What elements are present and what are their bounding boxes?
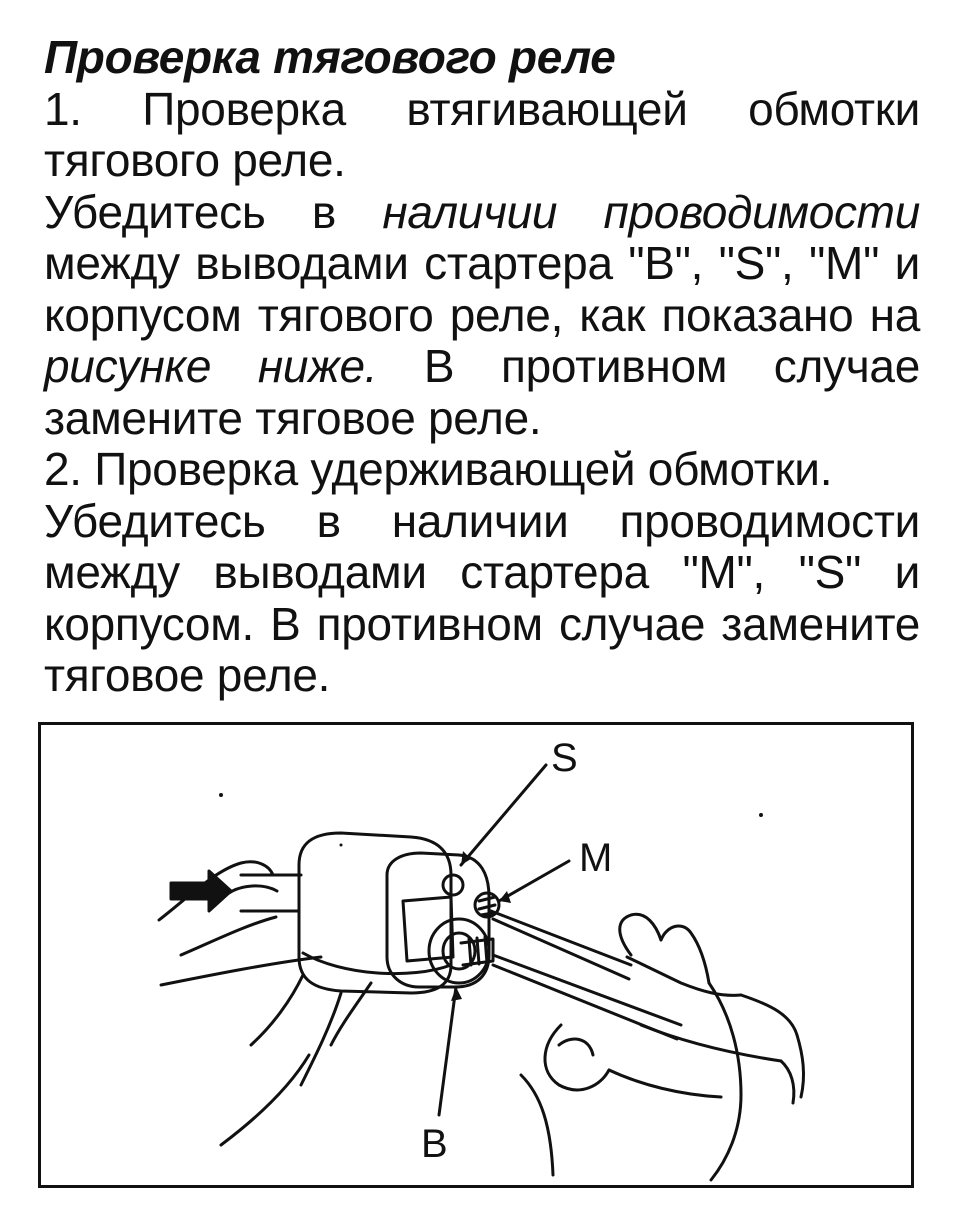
right-hand-outline bbox=[618, 912, 663, 957]
step-2-description: Убедитесь в наличии проводимости между в… bbox=[44, 494, 920, 701]
section-heading: Проверка тягового реле bbox=[44, 31, 616, 83]
step-1-text-after: В противном случае замените тяговое реле… bbox=[44, 340, 920, 444]
step-1-text-before: Убедитесь в bbox=[44, 185, 383, 238]
step-1-description: Убедитесь в наличии проводимости между в… bbox=[44, 185, 920, 445]
callout-line-s bbox=[459, 763, 548, 867]
terminal-m bbox=[473, 891, 501, 919]
relay-end-cap bbox=[385, 851, 491, 989]
relay-test-figure: S M B bbox=[38, 722, 914, 1188]
callout-line-b bbox=[437, 985, 458, 1117]
step-1-text-middle: между выводами стартера "B", "S", "M" и … bbox=[44, 237, 920, 341]
step-1-title: 1. Проверка втягивающей обмотки тягового… bbox=[44, 82, 920, 186]
terminal-b bbox=[427, 917, 491, 985]
terminal-s bbox=[441, 873, 465, 897]
label-terminal-b: B bbox=[421, 1122, 448, 1166]
step-1-emphasis: наличии проводимости bbox=[382, 185, 920, 238]
step-1-emphasis-2: рисунке ниже. bbox=[44, 340, 378, 392]
probe-lower bbox=[491, 953, 683, 1041]
left-hand-outline bbox=[157, 860, 275, 922]
relay-test-illustration: S M B bbox=[157, 736, 806, 1182]
probe-upper bbox=[489, 909, 633, 981]
step-2-title: 2. Проверка удерживающей обмотки. bbox=[44, 443, 833, 495]
push-arrow-icon bbox=[169, 869, 233, 913]
label-terminal-m: M bbox=[579, 836, 612, 880]
instruction-text-block: Проверка тягового реле 1. Проверка втяги… bbox=[44, 31, 920, 702]
label-terminal-s: S bbox=[551, 736, 578, 780]
relay-body-outline bbox=[297, 831, 453, 995]
callout-line-m bbox=[497, 859, 571, 903]
